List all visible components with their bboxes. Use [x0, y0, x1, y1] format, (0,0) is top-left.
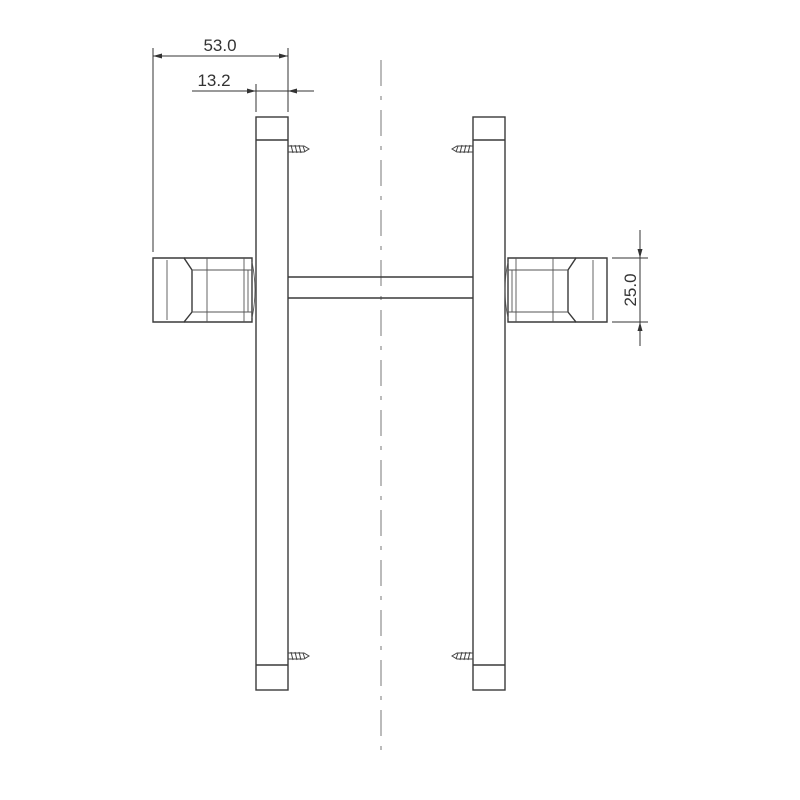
- dimension-label-plate-width: 13.2: [197, 71, 230, 90]
- dimension-plate-width: 13.2: [192, 71, 314, 112]
- screw-top-left: [288, 144, 310, 154]
- dimension-label-rose-height: 25.0: [621, 273, 640, 306]
- dimension-overall-width: 53.0: [152, 36, 289, 252]
- right-rose: [504, 257, 608, 323]
- right-back-plate: [472, 116, 506, 691]
- screw-top-right: [451, 144, 473, 154]
- dimension-label-overall-width: 53.0: [203, 36, 236, 55]
- left-back-plate: [255, 116, 289, 691]
- dimension-rose-height: 25.0: [612, 230, 648, 346]
- left-rose: [152, 257, 256, 323]
- screw-bottom-right: [451, 651, 473, 661]
- spindle: [288, 276, 473, 299]
- screw-bottom-left: [288, 651, 310, 661]
